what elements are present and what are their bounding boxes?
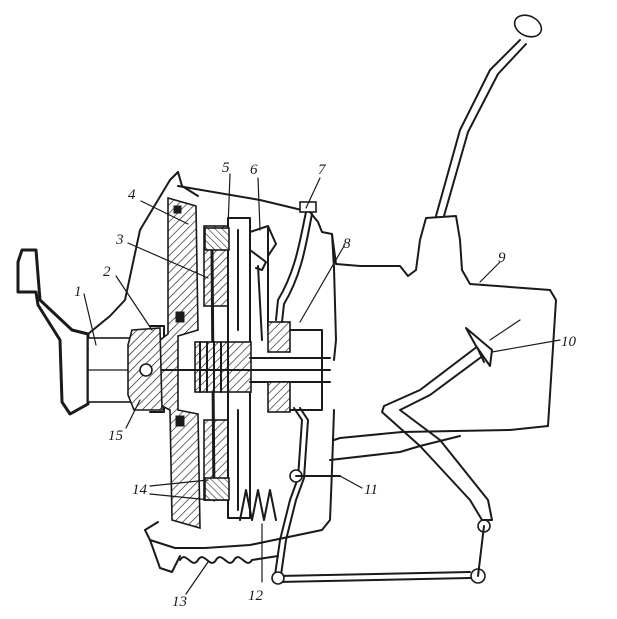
- leader-lines: [83, 173, 561, 595]
- callout-labels: 1 2 3 4 5 6 7 8 9 10 11 12 13 14 15: [74, 160, 577, 610]
- callout-4: 4: [128, 187, 136, 203]
- lubricator-pipe: [275, 201, 317, 323]
- callout-12: 12: [248, 588, 264, 604]
- release-bearing: [267, 321, 323, 413]
- callout-14: 14: [132, 482, 148, 498]
- callout-3: 3: [115, 232, 124, 248]
- clutch-pedal: [381, 319, 521, 521]
- clutch-springs: [239, 489, 277, 521]
- callout-10: 10: [561, 334, 577, 350]
- release-fork: [274, 407, 341, 576]
- callout-7: 7: [318, 162, 327, 178]
- return-spring: [179, 555, 279, 564]
- callout-9: 9: [498, 250, 506, 266]
- callout-11: 11: [364, 482, 378, 498]
- callout-2: 2: [103, 264, 111, 280]
- clutch-housing: [144, 185, 337, 573]
- callout-5: 5: [222, 160, 230, 176]
- callout-8: 8: [343, 236, 351, 252]
- callout-15: 15: [108, 428, 124, 444]
- gearbox-housing: [329, 215, 557, 461]
- pedal-rod: [271, 519, 491, 585]
- flywheel: [159, 196, 201, 530]
- callout-6: 6: [250, 162, 258, 178]
- release-lever: [249, 225, 277, 341]
- pilot-bearing: [127, 327, 163, 411]
- callout-13: 13: [172, 594, 187, 610]
- gear-lever: [435, 14, 543, 217]
- clutch-shaft: [147, 341, 331, 393]
- callout-1: 1: [74, 284, 82, 300]
